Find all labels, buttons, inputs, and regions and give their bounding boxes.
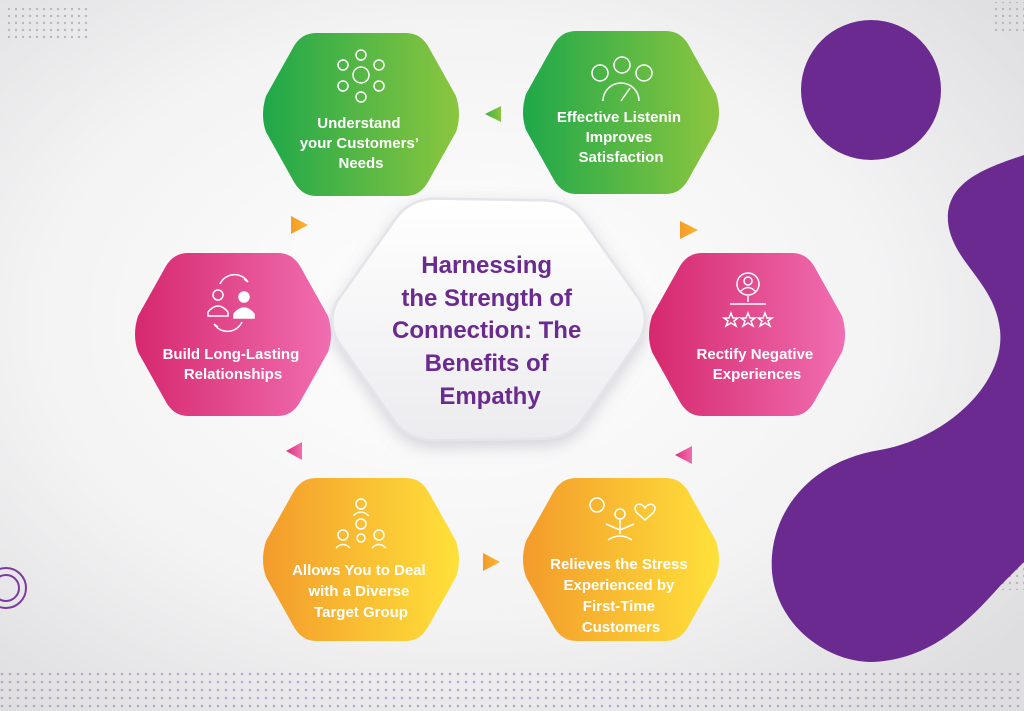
hexagon-label-line: Rectify Negative (697, 346, 814, 363)
bottom-dot-pattern (0, 668, 1024, 711)
hexagon-label-line: Effective Listenin (557, 109, 681, 126)
hexagon-label-line: Experiences (713, 366, 801, 383)
center-title: Harnessing the Strength of Connection: T… (392, 252, 588, 410)
top-left-dot-pattern (8, 8, 88, 42)
hexagon-label-line: Relationships (184, 366, 282, 383)
svg-text:Rectify Negative Experie: Rectify Negative Experiences (697, 346, 818, 383)
center-hexagon (330, 197, 647, 442)
left-ring-decoration-inner (0, 574, 20, 602)
center-title-line: Connection: The (392, 317, 581, 344)
hexagon-label-line: your Customers’ (300, 135, 419, 152)
top-right-dot-pattern (992, 2, 1024, 32)
relationship-cycle-icon (207, 273, 255, 333)
satisfaction-meter-icon (591, 56, 653, 102)
arrow-understand-to-listening (485, 106, 501, 122)
center-title-line: Harnessing (421, 252, 552, 279)
hexagon-diverse-target-group: Allows You to Deal with a Diverse Target… (263, 478, 459, 641)
arrow-relieves-to-diverse (483, 553, 500, 571)
hexagon-label-line: Satisfaction (578, 149, 663, 166)
meditation-icon (589, 497, 656, 541)
hexagon-understand-customers-needs: Understand your Customers’ Needs (263, 33, 459, 196)
svg-text:Effective Listenin Impro: Effective Listenin Improves Satisfaction (557, 109, 685, 166)
arrow-listening-to-rectify (680, 221, 698, 239)
people-network-icon (337, 49, 385, 103)
hexagon-label-line: Improves (586, 129, 653, 146)
svg-text:Relieves the Stress Expe: Relieves the Stress Experienced by First… (550, 556, 692, 636)
hexagon-rectify-negative-experiences: Rectify Negative Experiences (649, 253, 845, 416)
arrow-relationships-to-understand (291, 216, 308, 234)
hexagon-label-line: with a Diverse (307, 583, 409, 600)
hexagon-build-relationships: Build Long-Lasting Relationships (135, 253, 331, 416)
hexagon-label-line: Target Group (314, 604, 408, 621)
svg-text:Build Long-Lasting Relat: Build Long-Lasting Relationships (163, 346, 304, 383)
hexagon-label-line: Understand (317, 115, 400, 132)
hexagon-label-line: Allows You to Deal (292, 562, 426, 579)
svg-text:Understand your Customer: Understand your Customers’ Needs (300, 115, 423, 172)
hexagon-label-line: Relieves the Stress (550, 556, 688, 573)
arrow-diverse-to-relationships (286, 442, 302, 460)
hexagon-label-line: First-Time (583, 598, 655, 615)
rating-stars-icon (721, 272, 775, 328)
purple-circle-decoration (801, 20, 941, 160)
left-ring-decoration (0, 567, 27, 609)
arrow-rectify-to-relieves (675, 446, 692, 464)
hexagon-label-line: Customers (582, 619, 660, 636)
center-title-line: Empathy (439, 383, 541, 410)
center-title-line: Benefits of (425, 350, 550, 377)
hexagon-relieves-stress: Relieves the Stress Experienced by First… (523, 478, 719, 641)
hexagon-label-line: Needs (338, 155, 383, 172)
svg-text:Allows You to Deal with: Allows You to Deal with a Diverse Target… (292, 562, 430, 621)
hexagon-effective-listening: Effective Listenin Improves Satisfaction (523, 31, 719, 194)
hexagon-label-line: Build Long-Lasting (163, 346, 300, 363)
hexagon-label-line: Experienced by (563, 577, 675, 594)
purple-wave-decoration (771, 155, 1024, 662)
center-title-line: the Strength of (401, 285, 573, 312)
team-group-icon (335, 498, 387, 549)
